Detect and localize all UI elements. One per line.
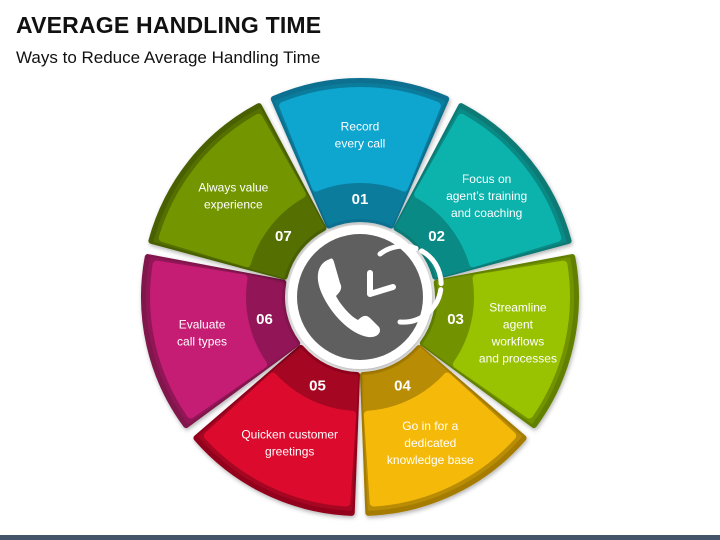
page-title: AVERAGE HANDLING TIME bbox=[16, 12, 322, 38]
segment-panel bbox=[363, 372, 517, 507]
phone-clock-icon bbox=[317, 243, 444, 338]
segment-number: 04 bbox=[394, 377, 411, 394]
segment-number: 05 bbox=[309, 377, 326, 394]
segment-panel bbox=[158, 113, 306, 268]
segment-number: 01 bbox=[352, 191, 369, 208]
segment-panel bbox=[452, 260, 570, 419]
page-subtitle: Ways to Reduce Average Handling Time bbox=[16, 48, 321, 67]
segment-panel bbox=[203, 372, 357, 507]
segment-panel bbox=[279, 87, 441, 192]
segment-panel bbox=[414, 113, 562, 268]
segment-number: 06 bbox=[256, 311, 273, 328]
segment-number: 07 bbox=[275, 228, 292, 245]
footer-bar bbox=[0, 535, 720, 540]
center-hub bbox=[288, 225, 444, 369]
segment-number: 03 bbox=[447, 311, 464, 328]
segment-panel bbox=[150, 260, 268, 419]
segment-number: 02 bbox=[428, 228, 445, 245]
center-circle bbox=[297, 234, 423, 360]
